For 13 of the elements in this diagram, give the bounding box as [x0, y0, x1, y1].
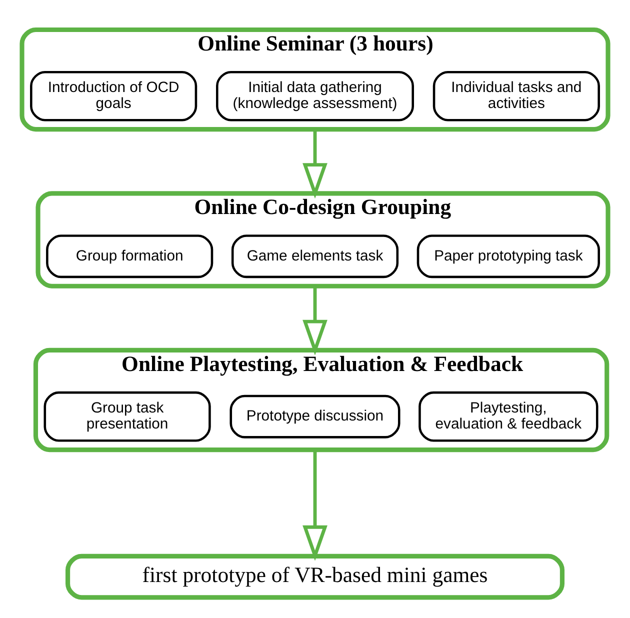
- node-box: Group formation: [46, 234, 214, 278]
- node-box: Game elements task: [231, 234, 399, 278]
- node-box: Prototype discussion: [230, 394, 400, 438]
- node-box: Group task presentation: [44, 391, 211, 442]
- node-box: Playtesting, evaluation & feedback: [418, 391, 598, 442]
- arrow: [302, 450, 328, 561]
- arrow: [302, 286, 328, 356]
- node-box: first prototype of VR-based mini games: [66, 554, 564, 600]
- node-box: Initial data gathering (knowledge assessment): [216, 70, 414, 122]
- node-box: Individual tasks and activities: [432, 70, 600, 122]
- node-box: Paper prototyping task: [416, 234, 600, 278]
- arrow: [302, 129, 328, 199]
- node-box: Introduction of OCD goals: [30, 70, 198, 122]
